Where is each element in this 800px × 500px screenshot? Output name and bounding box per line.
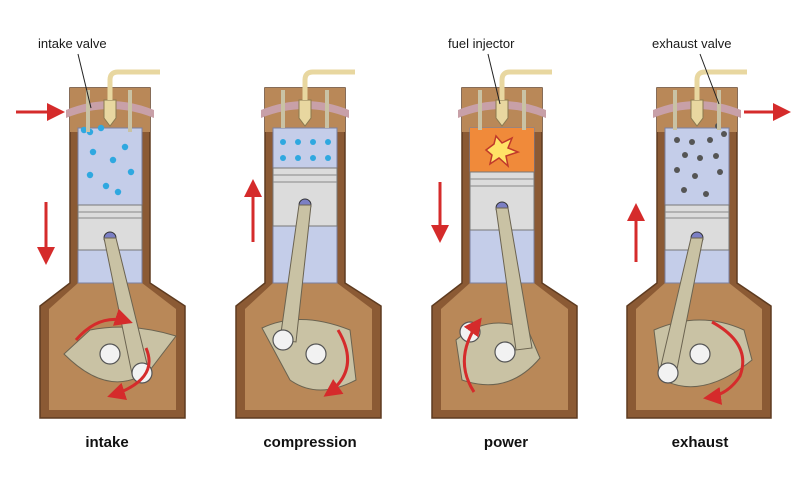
engine-power: fuel injector power: [431, 36, 578, 451]
engine-exhaust: exhaust valve exhaust: [626, 36, 791, 451]
stage-label-exhaust: exhaust: [672, 434, 729, 451]
spark-burst-icon: [484, 134, 521, 169]
engine-compression: compression: [235, 69, 382, 451]
compressed-dots: [280, 139, 331, 161]
exhaust-valve-leader: [699, 53, 720, 105]
intake-valve-callout: intake valve: [38, 36, 107, 51]
air-fuel-dots: [80, 124, 135, 196]
stage-label-compression: compression: [263, 434, 356, 451]
stage-label-intake: intake: [85, 434, 128, 451]
fuel-injector-leader: [487, 53, 501, 105]
engine-intake: intake valve intake: [16, 36, 186, 451]
exhaust-valve-callout: exhaust valve: [652, 36, 732, 51]
fuel-injector-callout: fuel injector: [448, 36, 515, 51]
stage-label-power: power: [484, 434, 528, 451]
exhaust-dots: [674, 123, 727, 197]
intake-valve-leader: [77, 53, 92, 109]
